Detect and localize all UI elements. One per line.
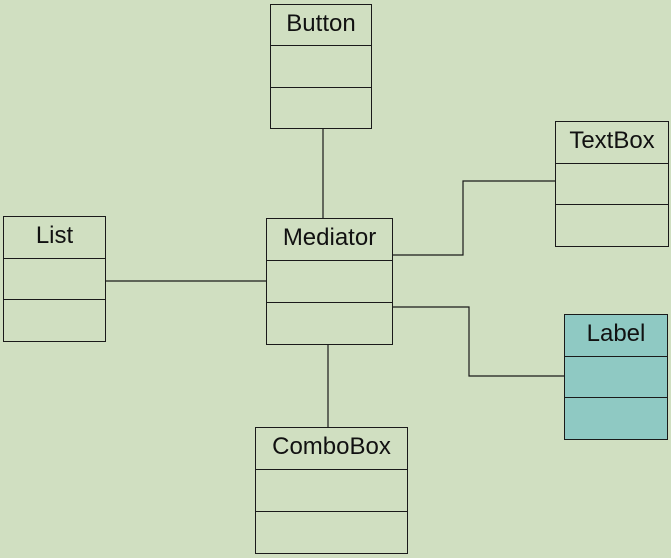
class-box-button[interactable]: Button bbox=[270, 4, 372, 129]
methods-compartment-mediator bbox=[267, 302, 392, 344]
class-box-mediator[interactable]: Mediator bbox=[266, 218, 393, 345]
class-name-combobox: ComboBox bbox=[272, 433, 391, 460]
methods-compartment-label bbox=[565, 397, 667, 439]
methods-compartment-textbox bbox=[556, 204, 668, 246]
methods-compartment-combobox bbox=[256, 511, 407, 553]
attributes-compartment-button bbox=[271, 45, 371, 86]
class-name-button: Button bbox=[286, 10, 356, 37]
class-box-list[interactable]: List bbox=[3, 216, 106, 342]
attributes-compartment-textbox bbox=[556, 162, 668, 205]
class-name-textbox: TextBox bbox=[569, 127, 655, 154]
class-box-textbox[interactable]: TextBox bbox=[555, 121, 669, 247]
class-name-label: Label bbox=[586, 320, 646, 347]
attributes-compartment-combobox bbox=[256, 469, 407, 511]
class-name-mediator: Mediator bbox=[282, 224, 377, 251]
methods-compartment-button bbox=[271, 86, 371, 128]
connector-mediator-textbox bbox=[393, 180, 555, 256]
attributes-compartment-list bbox=[4, 257, 105, 300]
attributes-compartment-label bbox=[565, 355, 667, 398]
class-box-label[interactable]: Label bbox=[564, 314, 668, 440]
connector-mediator-label bbox=[393, 306, 564, 377]
class-name-list: List bbox=[35, 222, 74, 249]
attributes-compartment-mediator bbox=[267, 260, 392, 302]
class-box-combobox[interactable]: ComboBox bbox=[255, 427, 408, 554]
methods-compartment-list bbox=[4, 299, 105, 341]
